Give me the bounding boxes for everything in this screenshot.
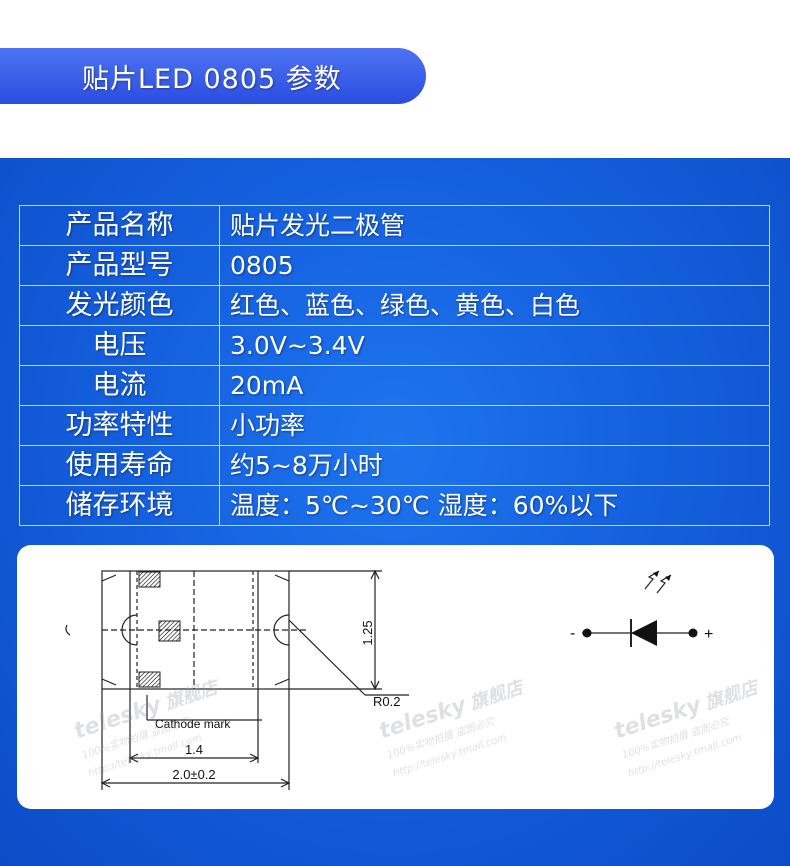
page-title: 贴片LED 0805 参数: [82, 63, 342, 95]
spec-label: 使用寿命: [19, 445, 220, 486]
spec-label: 产品名称: [19, 205, 220, 246]
table-row: 电压 3.0V~3.4V: [19, 325, 770, 366]
dimension-diagram: 1.25 R0.2 Cathode mark 1.4 2.0±0.2 - + t…: [17, 545, 774, 809]
spec-value: 小功率: [219, 405, 770, 446]
spec-label: 储存环境: [19, 485, 220, 526]
cathode-mark-label: Cathode mark: [155, 717, 231, 731]
spec-value: 贴片发光二极管: [219, 205, 770, 246]
table-row: 产品名称 贴片发光二极管: [19, 205, 770, 246]
pad-dimension-label: 1.4: [185, 742, 203, 757]
dimension-drawing: 1.25 R0.2 Cathode mark 1.4 2.0±0.2 - +: [65, 569, 713, 790]
plus-sign: +: [704, 626, 713, 643]
spec-label: 产品型号: [19, 245, 220, 286]
plus-terminal: [688, 628, 698, 638]
spec-label: 电压: [19, 325, 220, 366]
title-banner: 贴片LED 0805 参数: [0, 48, 426, 104]
pad-center: [158, 620, 181, 642]
spec-label: 发光颜色: [19, 285, 220, 326]
light-arrow-icon: [653, 571, 659, 577]
table-row: 储存环境 温度：5℃~30℃ 湿度：60%以下: [19, 485, 770, 526]
spec-value: 红色、蓝色、绿色、黄色、白色: [219, 285, 770, 326]
spec-value: 3.0V~3.4V: [219, 325, 770, 366]
radius-label: R0.2: [373, 694, 400, 709]
height-dimension-label: 1.25: [360, 620, 375, 645]
table-row: 使用寿命 约5~8万小时: [19, 445, 770, 486]
minus-terminal: [582, 628, 592, 638]
table-row: 电流 20mA: [19, 365, 770, 406]
spec-value: 20mA: [219, 365, 770, 406]
cathode-notch: [121, 614, 138, 646]
table-row: 发光颜色 红色、蓝色、绿色、黄色、白色: [19, 285, 770, 326]
minus-sign: -: [570, 625, 575, 642]
spec-value: 约5~8万小时: [219, 445, 770, 486]
light-arrow-icon: [665, 575, 671, 581]
spec-label: 电流: [19, 365, 220, 406]
pad-bottom: [138, 671, 161, 688]
table-row: 产品型号 0805: [19, 245, 770, 286]
spec-value: 0805: [219, 245, 770, 286]
spec-value: 温度：5℃~30℃ 湿度：60%以下: [219, 485, 770, 526]
pad-top: [138, 571, 161, 588]
diode-triangle-icon: [631, 620, 657, 646]
length-dimension-label: 2.0±0.2: [172, 767, 215, 782]
spec-label: 功率特性: [19, 405, 220, 446]
spec-table: 产品名称 贴片发光二极管 产品型号 0805 发光颜色 红色、蓝色、绿色、黄色、…: [19, 205, 770, 526]
table-row: 功率特性 小功率: [19, 405, 770, 446]
